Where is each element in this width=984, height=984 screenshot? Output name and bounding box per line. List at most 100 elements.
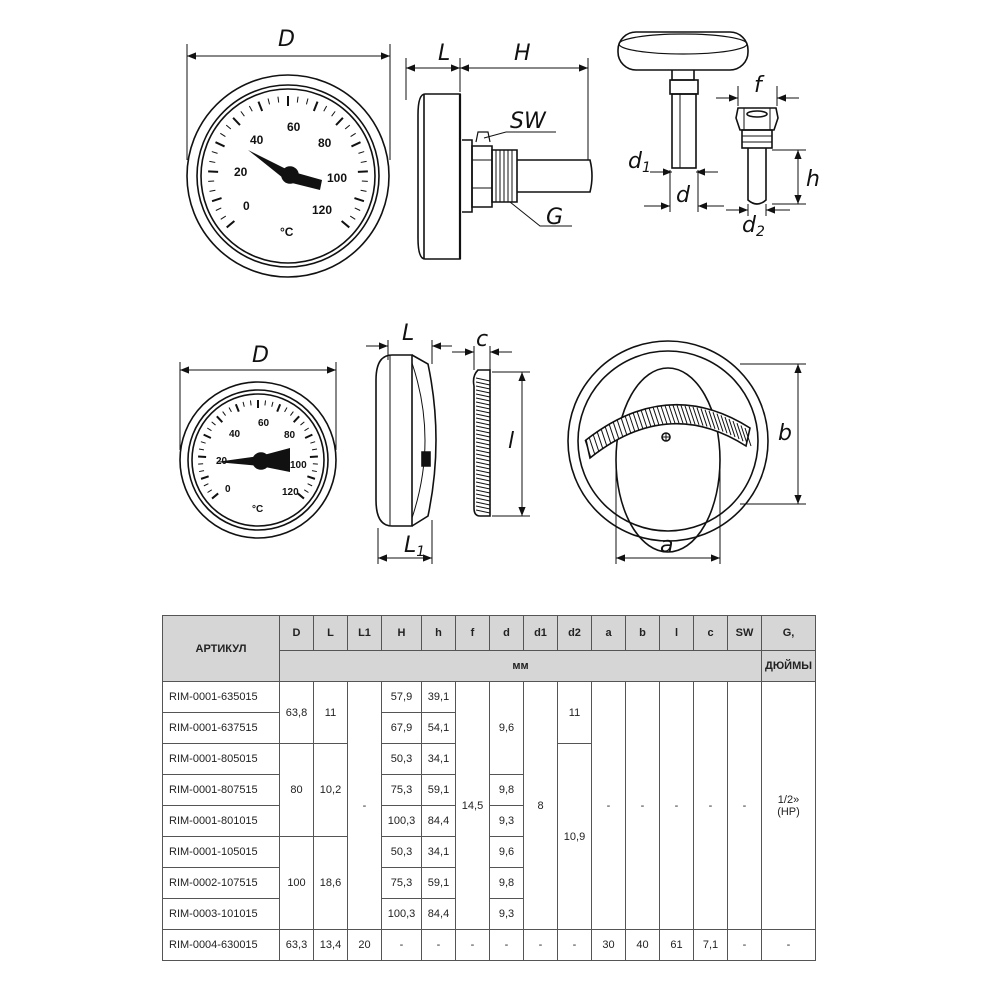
- cell-H: 50,3: [381, 743, 422, 775]
- cell-G: 1/2»(НР): [761, 681, 816, 930]
- spring-coil: [732, 420, 740, 440]
- gauge-tick: [240, 111, 245, 117]
- spring-coil: [736, 423, 744, 442]
- spring-side: [472, 369, 491, 517]
- gauge-tick: [311, 470, 317, 473]
- scale-bot-40: 40: [229, 429, 241, 440]
- spring-coil: [475, 453, 491, 458]
- spring-coil: [475, 441, 491, 446]
- gauge-tick: [305, 98, 309, 105]
- spring-coil: [612, 421, 620, 440]
- pocket-view: [617, 31, 779, 205]
- gauge-tick: [211, 421, 216, 426]
- spring-coil: [588, 436, 596, 456]
- cell-SW: -: [727, 681, 762, 930]
- gauge-tick: [340, 220, 350, 229]
- spring-coil: [475, 413, 491, 418]
- cell-D: 63,3: [279, 929, 314, 961]
- gauge-tick: [335, 117, 344, 126]
- cell-D: 100: [279, 836, 314, 930]
- col-header-d1: d1: [523, 615, 558, 651]
- cell-H: 50,3: [381, 836, 422, 868]
- gauge-tick: [208, 170, 219, 173]
- spring-coil: [475, 465, 491, 470]
- cell-d1: 8: [523, 681, 558, 930]
- gauge-tick: [290, 411, 294, 416]
- gauge-tick: [267, 98, 271, 105]
- cell-L: 13,4: [313, 929, 348, 961]
- spec-table: АРТИКУЛ D L L1 H h f d d1 d2 a b l c SW …: [162, 615, 816, 961]
- gauge-tick: [292, 415, 300, 423]
- gauge-tick: [209, 189, 216, 192]
- cell-h: 54,1: [421, 712, 456, 744]
- dim-SW: SW: [510, 109, 547, 134]
- cell-h: 84,4: [421, 805, 456, 837]
- cell-d: 9,8: [489, 774, 524, 806]
- spring-coil: [708, 410, 716, 429]
- spring-coil: [688, 406, 696, 425]
- scale-top-0: 0: [243, 199, 250, 213]
- gauge-back-view: [567, 340, 769, 553]
- scale-bot-100: 100: [290, 460, 307, 471]
- scale-top-100: 100: [327, 171, 347, 185]
- cell-art: RIM-0001-807515: [162, 774, 280, 806]
- col-header-L1: L1: [347, 615, 382, 651]
- gauge-tick: [296, 96, 299, 103]
- gauge-tick: [225, 124, 232, 130]
- spring-coil: [608, 423, 616, 442]
- spring-coil: [648, 407, 656, 426]
- cell-G: -: [761, 929, 816, 961]
- spring-coil: [596, 431, 604, 450]
- gauge-tick: [360, 160, 367, 163]
- col-header-d: d: [489, 615, 524, 651]
- scale-top-120: 120: [312, 203, 332, 217]
- scale-bot-60: 60: [258, 418, 270, 429]
- cell-H: 75,3: [381, 774, 422, 806]
- spring-coil: [475, 449, 491, 454]
- cell-art: RIM-0003-101015: [162, 898, 280, 930]
- unit-inch: ДЮЙМЫ: [761, 650, 816, 682]
- cell-d2: -: [557, 929, 592, 961]
- gauge-tick: [264, 400, 267, 406]
- cell-G-line2: (НР): [777, 805, 800, 818]
- col-header-D: D: [279, 615, 314, 651]
- spring-coil: [604, 425, 612, 445]
- spring-coil: [676, 405, 684, 424]
- dim-d1: d1: [628, 149, 651, 176]
- cell-f: -: [455, 929, 490, 961]
- dim-h: h: [806, 167, 820, 192]
- spring-coil: [475, 509, 491, 514]
- gauge-tick: [249, 400, 252, 406]
- spring-coil: [475, 389, 491, 394]
- cell-art: RIM-0001-637515: [162, 712, 280, 744]
- scale-top-20: 20: [234, 165, 248, 179]
- cell-H: 100,3: [381, 898, 422, 930]
- cell-L: 10,2: [313, 743, 348, 837]
- spring-coil: [475, 437, 491, 442]
- gauge-tick: [284, 407, 288, 413]
- dim-f: f: [754, 73, 765, 98]
- gauge-tick: [350, 132, 356, 137]
- spring-coil: [475, 501, 491, 506]
- spring-coil: [475, 397, 491, 402]
- gauge-tick: [203, 483, 209, 487]
- col-header-f: f: [455, 615, 490, 651]
- gauge-tick: [211, 197, 222, 203]
- cell-a: -: [591, 681, 626, 930]
- cell-h: 34,1: [421, 743, 456, 775]
- gauge-tick: [357, 170, 368, 173]
- col-header-l: l: [659, 615, 694, 651]
- col-header-d2: d2: [557, 615, 592, 651]
- col-header-L: L: [313, 615, 348, 651]
- gauge-tick: [220, 132, 226, 137]
- spring-coil: [600, 428, 608, 447]
- scale-top-80: 80: [318, 136, 332, 150]
- cell-art: RIM-0004-630015: [162, 929, 280, 961]
- dim-d: d: [676, 183, 691, 208]
- spring-coil: [692, 406, 700, 426]
- dim-H-top: H: [514, 41, 531, 66]
- spring-coil: [700, 408, 708, 427]
- gauge-ticks-bottom: [198, 400, 318, 500]
- gauge-tick: [226, 220, 236, 229]
- gauge-tick: [358, 151, 365, 154]
